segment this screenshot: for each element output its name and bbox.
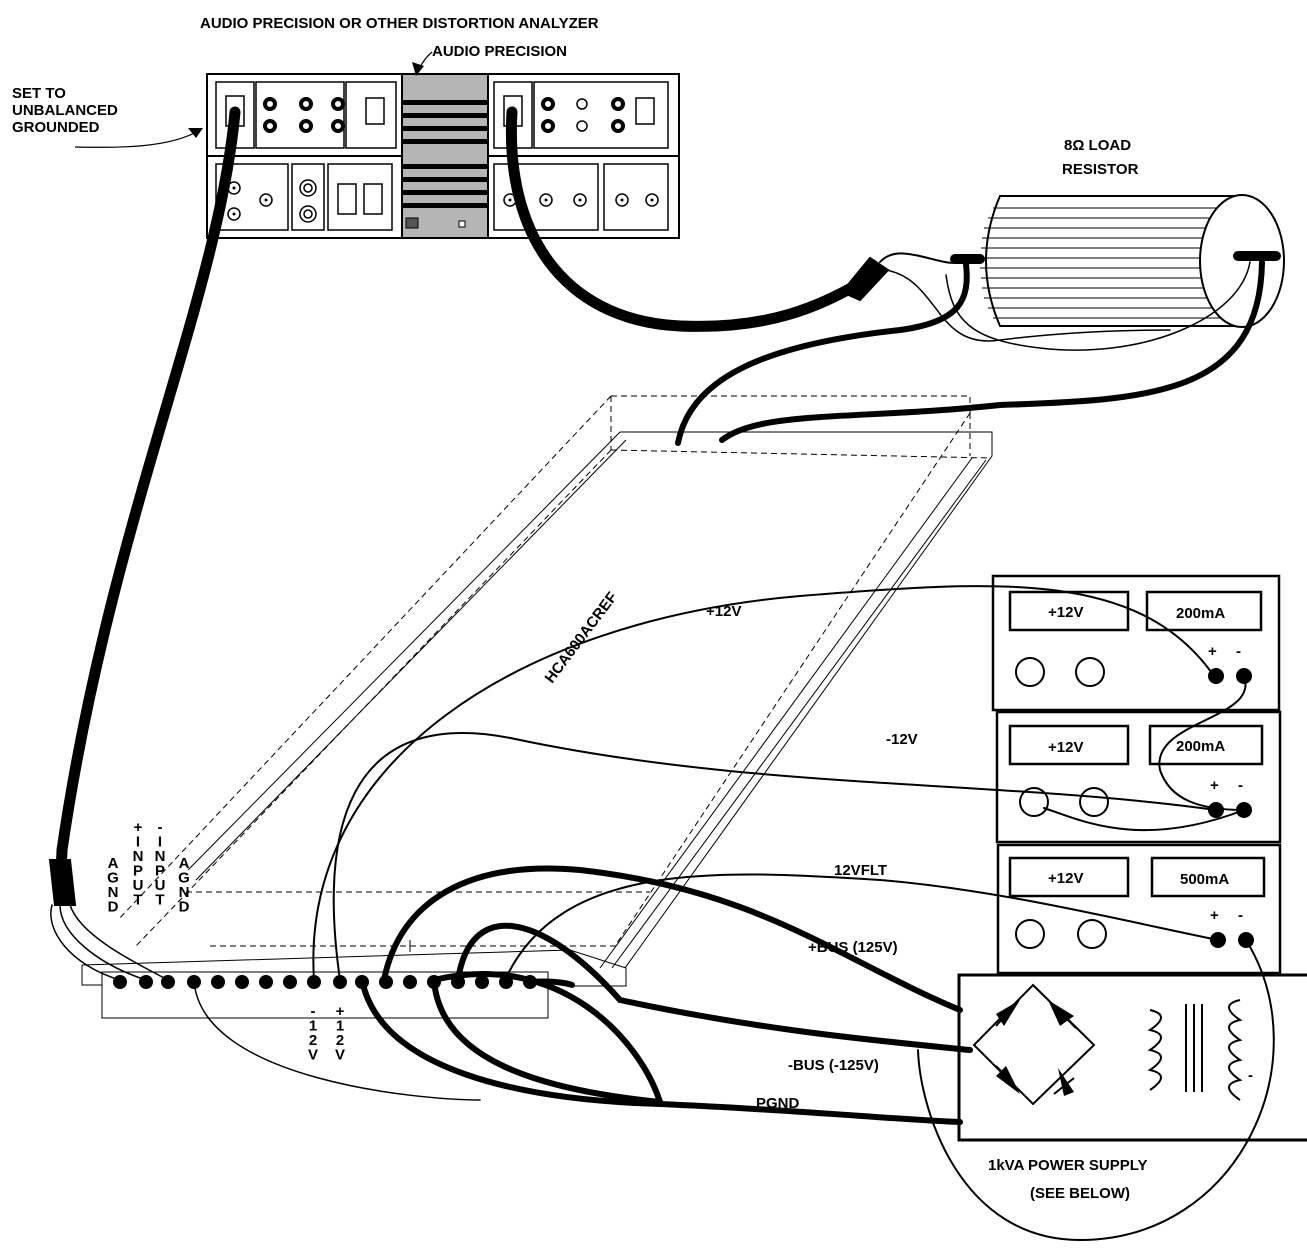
pin-label-plus-input-char: I: [136, 834, 140, 851]
power-supply-1kva: [957, 973, 1307, 1142]
terminal-pins: [113, 975, 537, 989]
pin-label-agnd-right-char: N: [179, 884, 190, 901]
pin-label-agnd-right-char: D: [179, 899, 190, 916]
pin-label-plus-input-char: U: [133, 877, 144, 894]
annotation-arrows: [74, 51, 433, 148]
supply-1-current: 200mA: [1176, 605, 1225, 622]
set-to-label-2: UNBALANCED: [12, 102, 118, 119]
pin-label-minus-input-char: -: [158, 819, 163, 836]
distortion-analyzer: [206, 73, 680, 239]
pin-label-plus-input-char: P: [133, 863, 143, 880]
supply-2-plus: +: [1210, 777, 1219, 794]
supply-2-voltage: +12V: [1048, 739, 1083, 756]
pin-label-plus-12v-char: V: [335, 1047, 345, 1064]
pin-label-plus-input-char: N: [133, 848, 144, 865]
pin-label-minus-input-char: I: [158, 834, 162, 851]
pin-label-minus-12v-char: 2: [309, 1032, 317, 1049]
board-name-label: HCA600ACREF: [542, 589, 621, 686]
pin-label-plus-12v-char: 1: [336, 1018, 344, 1035]
supply-3-plus: +: [1210, 907, 1219, 924]
pin-label-plus-input-char: +: [134, 819, 143, 836]
pin-label-plus-12v-char: 2: [336, 1032, 344, 1049]
pin-label-plus-input-char: T: [133, 892, 142, 909]
pin-label-minus-input-char: U: [155, 877, 166, 894]
load-label-2: RESISTOR: [1062, 161, 1139, 178]
pin-label-minus-12v-char: 1: [309, 1018, 317, 1035]
pin-label-agnd-right-char: A: [179, 855, 190, 872]
pin-label-minus-12v-char: -: [311, 1003, 316, 1020]
pin-label-agnd-right-char: G: [178, 870, 190, 887]
pin-label-agnd-left-char: A: [108, 855, 119, 872]
bench-supply-1: [991, 574, 1281, 712]
wire-label-minusbus: -BUS (-125V): [788, 1057, 879, 1074]
supply-3-voltage: +12V: [1048, 870, 1083, 887]
bench-supply-3: [996, 843, 1282, 975]
load-resistor: [950, 194, 1285, 328]
psu-label-1: 1kVA POWER SUPPLY: [988, 1157, 1148, 1174]
pin-label-minus-input-char: N: [155, 848, 166, 865]
pin-label-minus-12v-char: V: [308, 1047, 318, 1064]
wire-label-plus12v: +12V: [706, 603, 741, 620]
wire-label-pgnd: PGND: [756, 1095, 800, 1112]
wire-label-12vflt: 12VFLT: [834, 862, 887, 879]
supply-2-current: 200mA: [1176, 738, 1225, 755]
bench-supply-2: [995, 710, 1282, 844]
supply-2-minus: -: [1238, 777, 1243, 794]
pin-label-agnd-left-char: N: [108, 884, 119, 901]
supply-3-minus: -: [1238, 907, 1243, 924]
supply-3-current: 500mA: [1180, 871, 1229, 888]
set-to-label-1: SET TO: [12, 85, 66, 102]
pin-label-minus-input-char: T: [155, 892, 164, 909]
wire-label-minus12v: -12V: [886, 731, 918, 748]
audio-precision-label: AUDIO PRECISION: [432, 43, 567, 60]
wires: [48, 106, 1275, 1242]
hca600acref-board: [81, 395, 993, 1019]
load-label-1: 8Ω LOAD: [1064, 137, 1131, 154]
supply-1-plus: +: [1208, 643, 1217, 660]
supply-1-minus: -: [1236, 643, 1241, 660]
pin-label-agnd-left-char: D: [108, 899, 119, 916]
set-to-label-3: GROUNDED: [12, 119, 100, 136]
transformer-minus: -: [1248, 1067, 1253, 1084]
supply-1-voltage: +12V: [1048, 604, 1083, 621]
analyzer-title: AUDIO PRECISION OR OTHER DISTORTION ANAL…: [200, 15, 599, 32]
pin-label-agnd-left-char: G: [107, 870, 119, 887]
pin-label-minus-input-char: P: [155, 863, 165, 880]
wire-label-plusbus: +BUS (125V): [808, 939, 898, 956]
psu-label-2: (SEE BELOW): [1030, 1185, 1130, 1202]
pin-label-plus-12v-char: +: [336, 1003, 345, 1020]
